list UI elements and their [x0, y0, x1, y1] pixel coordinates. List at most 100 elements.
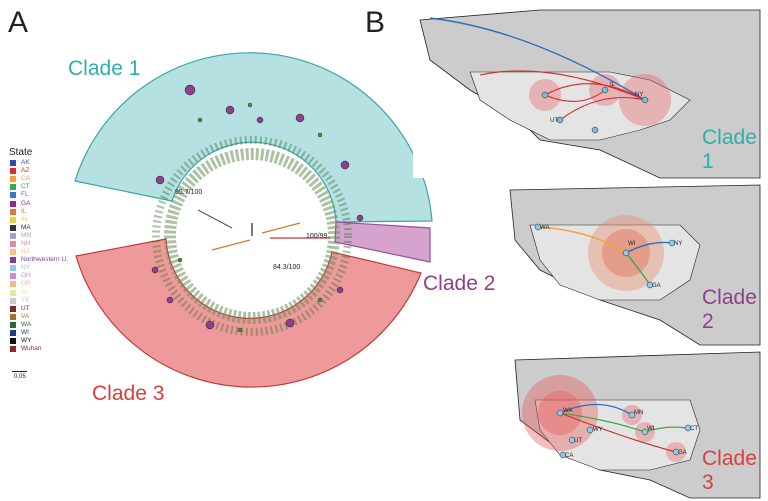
scale-bar-label: 0.05 — [14, 374, 26, 380]
legend-item: WI — [10, 329, 100, 337]
clade2-tree-label: Clade 2 — [423, 272, 496, 295]
map-clade2 — [508, 183, 761, 346]
map-state-label: WA — [563, 408, 572, 414]
legend-item: OR — [10, 280, 100, 288]
legend-swatch — [10, 289, 16, 296]
map-state-label: IL — [610, 82, 616, 88]
legend-item: Northwestern U. — [10, 256, 100, 264]
support-value-clade1: 95.7/100 — [175, 189, 202, 196]
map-state-label: WI — [647, 426, 655, 432]
clade2-map-label: Clade 2 — [702, 286, 757, 333]
legend-label: NY — [21, 264, 31, 272]
clade3-tree-label: Clade 3 — [92, 382, 165, 405]
legend-title: State — [9, 147, 33, 158]
legend-label: TX — [21, 296, 30, 304]
scale-bar — [12, 371, 27, 372]
legend-swatch — [10, 321, 16, 328]
map-state-label: NY — [635, 92, 643, 98]
legend-label: NJ — [21, 248, 29, 256]
support-value-clade3: 84.3/100 — [273, 264, 300, 271]
legend-swatch — [10, 160, 16, 167]
legend-item: MA — [10, 224, 100, 232]
legend-swatch — [10, 176, 16, 183]
legend-label: MN — [21, 231, 32, 239]
legend-label: CT — [21, 183, 30, 191]
backbone-branch-4 — [211, 239, 251, 251]
legend-item: NY — [10, 264, 100, 272]
map-state-label: CA — [565, 453, 573, 459]
legend-item: VA — [10, 313, 100, 321]
legend-label: AK — [21, 159, 30, 167]
legend-item: AZ — [10, 167, 100, 175]
legend-item: TX — [10, 297, 100, 305]
map-clade1 — [413, 9, 761, 179]
legend-label: Wuhan — [21, 345, 42, 353]
legend-swatch — [10, 216, 16, 223]
legend-label: IN — [21, 215, 28, 223]
legend-swatch — [10, 240, 16, 247]
map-state-label: GA — [652, 283, 661, 289]
map-clade3 — [514, 351, 761, 499]
legend-swatch — [10, 184, 16, 191]
map-state-label: WI — [628, 241, 636, 247]
clade1-wedge — [74, 52, 433, 223]
support-value-clade2: 100/99 — [306, 233, 328, 240]
legend-swatch — [10, 249, 16, 256]
legend-item: RI — [10, 289, 100, 297]
legend-label: WY — [21, 337, 32, 345]
legend-swatch — [10, 281, 16, 288]
legend-item: WA — [10, 321, 100, 329]
legend-label: Northwestern U. — [21, 256, 68, 264]
legend-label: IL — [21, 207, 27, 215]
legend-swatch — [10, 313, 16, 320]
panel-letter-a: A — [8, 6, 29, 39]
legend-swatch — [10, 330, 16, 337]
legend-swatch — [10, 208, 16, 215]
legend-swatch — [10, 273, 16, 280]
legend-label: RI — [21, 288, 28, 296]
legend-label: CA — [21, 175, 31, 183]
legend-item: CT — [10, 183, 100, 191]
map-state-label: UT — [574, 438, 582, 444]
map-state-label: NY — [674, 241, 682, 247]
map-state-label: WA — [540, 225, 549, 231]
map-state-label: MN — [634, 410, 643, 416]
legend-item: IL — [10, 208, 100, 216]
legend-swatch — [10, 192, 16, 199]
legend-swatch — [10, 338, 16, 345]
legend-label: MA — [21, 223, 31, 231]
legend-swatch — [10, 297, 16, 304]
legend-label: WI — [21, 329, 29, 337]
legend-label: GA — [21, 199, 31, 207]
tip-nodes — [151, 84, 364, 330]
legend-label: UT — [21, 304, 30, 312]
map-state-label: CT — [690, 426, 698, 432]
legend-item: FL — [10, 191, 100, 199]
legend-item: NJ — [10, 248, 100, 256]
legend-swatch — [10, 305, 16, 312]
legend-swatch — [10, 224, 16, 231]
panel-letter-b: B — [365, 6, 386, 39]
legend-item: UT — [10, 305, 100, 313]
legend-item: MN — [10, 232, 100, 240]
legend-label: FL — [21, 191, 29, 199]
clade1-map-label: Clade 1 — [702, 126, 757, 173]
legend-item: NH — [10, 240, 100, 248]
legend-label: NH — [21, 239, 31, 247]
legend-item: AK — [10, 159, 100, 167]
legend-item: CA — [10, 175, 100, 183]
clade3-map-label: Clade 3 — [702, 447, 757, 494]
legend-item: GA — [10, 199, 100, 207]
clade1-tree-label: Clade 1 — [68, 57, 141, 80]
legend-swatch — [10, 265, 16, 272]
map-state-label: UT — [550, 118, 558, 124]
map-state-label: WY — [593, 427, 603, 433]
legend-swatch — [10, 232, 16, 239]
legend-label: AZ — [21, 167, 30, 175]
green-tip-nodes — [177, 102, 323, 333]
legend-item: Wuhan — [10, 345, 100, 353]
legend-item: IN — [10, 216, 100, 224]
